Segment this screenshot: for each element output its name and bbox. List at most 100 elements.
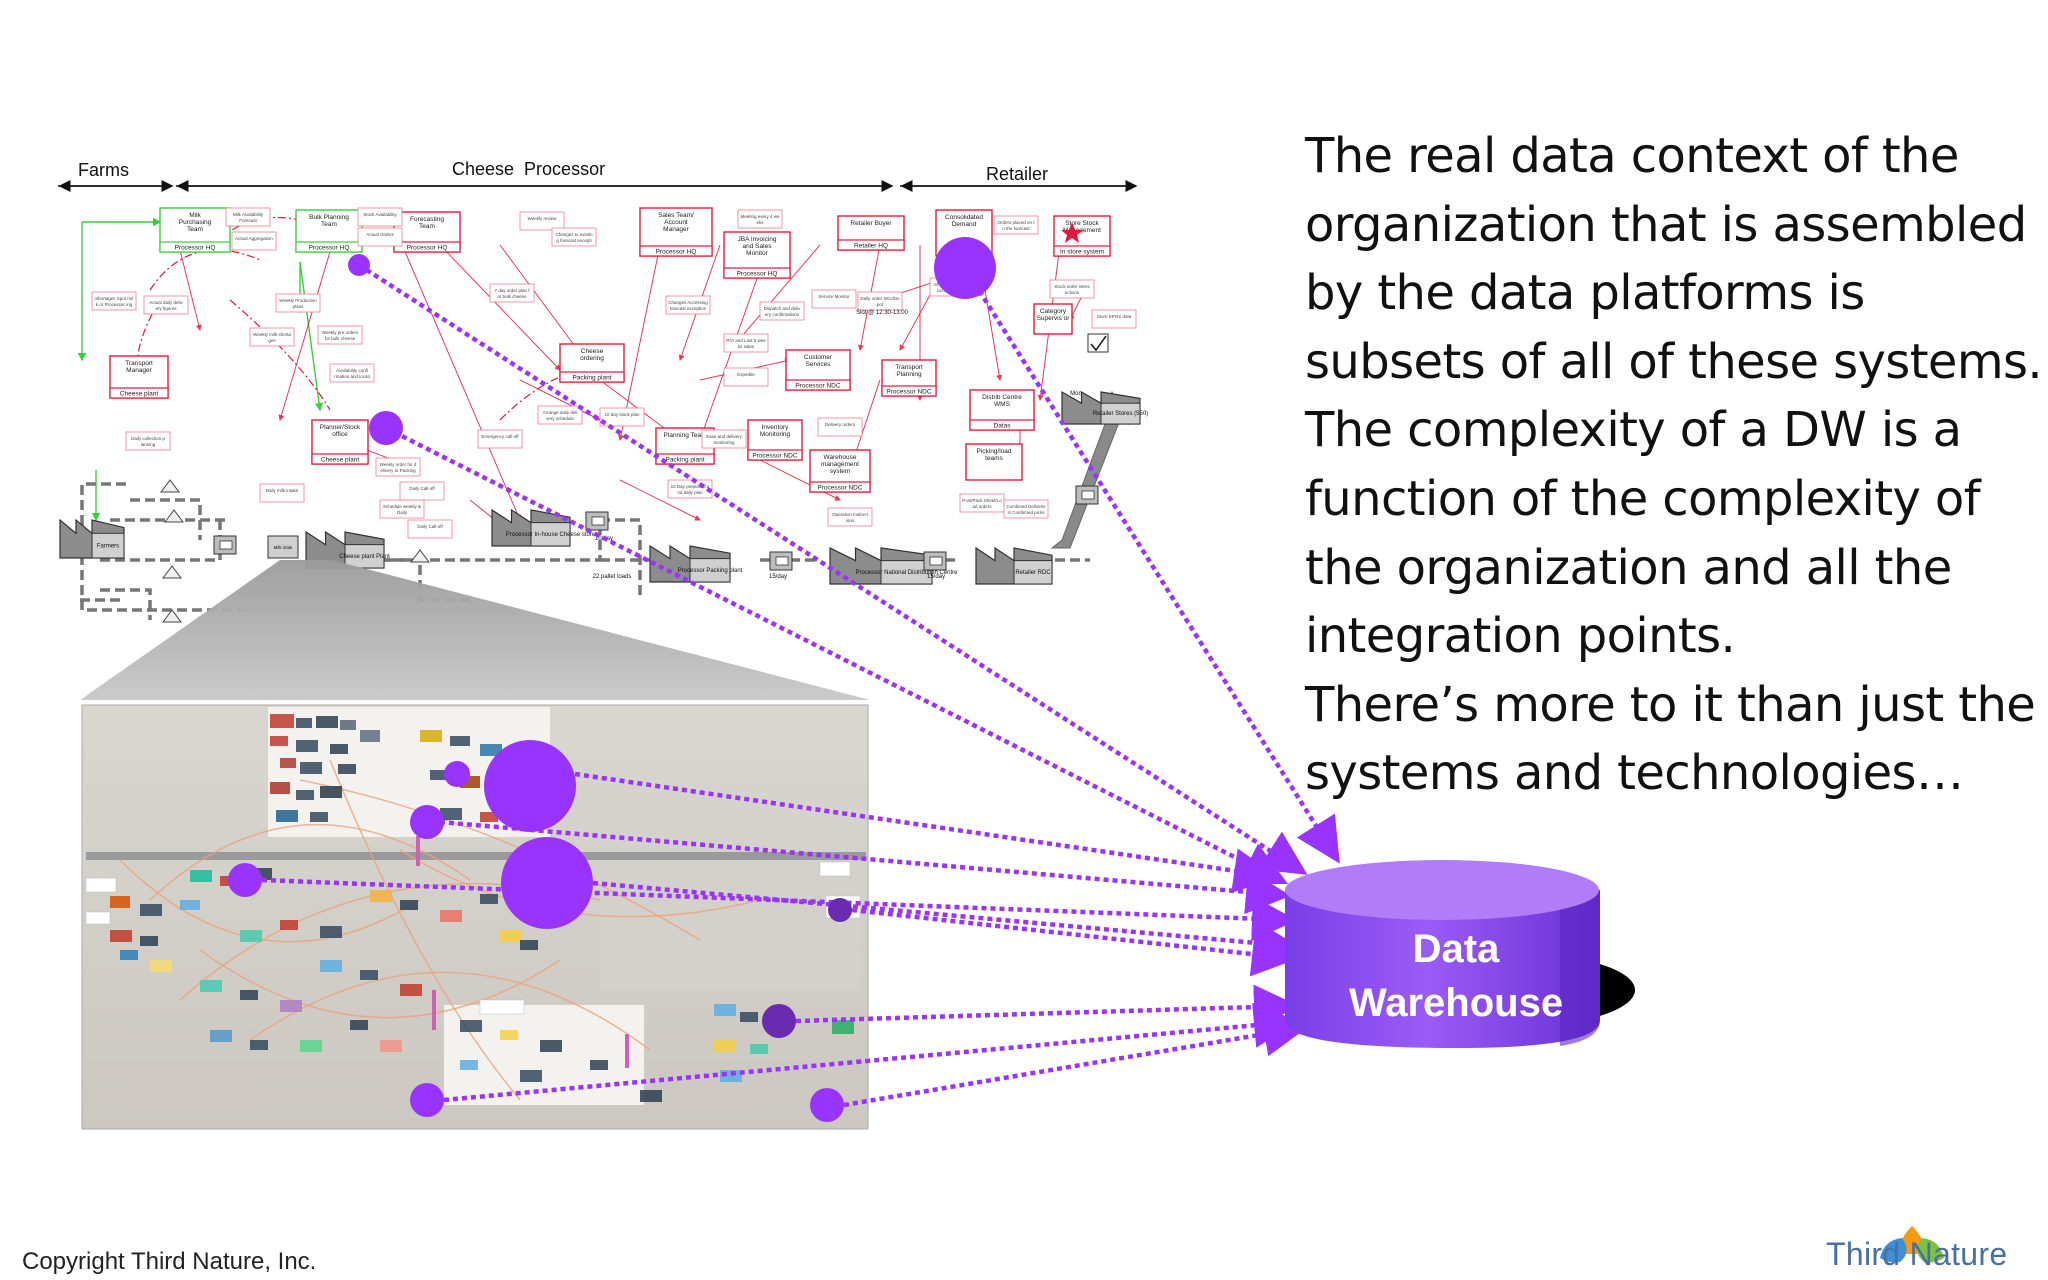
- factory-front: [344, 544, 385, 569]
- map-box-footer: [655, 453, 715, 465]
- cheese-plant-factory-icon: Cheese plant Plant: [305, 530, 390, 569]
- map-box-footer: [969, 419, 1035, 431]
- panel-divider: [86, 852, 866, 860]
- map-note-text: Weekly order for d: [380, 462, 417, 467]
- red-flow-line: [698, 269, 761, 441]
- map-note-text: Operation Instruct: [832, 512, 869, 517]
- map-box-footer-text: Datas: [994, 423, 1012, 430]
- map-note-text: Changes Accessing: [668, 300, 708, 305]
- integration-dot: [410, 805, 444, 839]
- map-box-title: Milk: [189, 212, 201, 219]
- panel-system-tile: [320, 786, 342, 798]
- map-note-text: ections: [1065, 290, 1080, 295]
- panel-system-tile: [120, 950, 138, 960]
- map-note: [379, 499, 425, 519]
- panel-system-tile: [590, 1060, 608, 1070]
- body-line: integration points.: [1305, 608, 1736, 665]
- third-nature-logo-text: Third Nature: [1826, 1236, 2008, 1272]
- panel-system-tile: [280, 920, 298, 930]
- panel-system-tile: [440, 910, 462, 922]
- map-box-title: ordering: [580, 355, 604, 362]
- map-note-text: ad orders: [972, 504, 992, 509]
- physical-flow-line: [100, 588, 152, 620]
- panel-system-tile: [640, 1090, 662, 1102]
- packing-plant-factory-icon: Processor Packing plant: [649, 544, 743, 583]
- panel-system-tile: [340, 720, 356, 730]
- panel-system-tile: [320, 926, 342, 938]
- map-box-footer-text: Processor NDC: [817, 485, 862, 492]
- map-note: [667, 479, 713, 499]
- red-flow-line: [399, 239, 521, 521]
- panel-system-tile: [500, 1030, 518, 1040]
- map-note-text: Stock Availability: [363, 212, 397, 217]
- map-box-title: Purchasing: [179, 219, 212, 226]
- map-note-text: ery figures: [155, 306, 177, 311]
- map-note-text: Weekly Production: [279, 298, 317, 303]
- map-note-text: very schedule: [546, 416, 574, 421]
- panel-system-tile: [832, 1020, 854, 1034]
- map-note-text: or bulk cheese: [497, 294, 527, 299]
- panel-system-tile: [450, 736, 470, 746]
- map-box-footer-text: Processor NDC: [886, 389, 931, 396]
- map-box-footer: [295, 241, 363, 253]
- map-box-footer-text: Processor HQ: [407, 245, 448, 252]
- panel-system-tile: [360, 730, 380, 742]
- processor-label: Cheese Processor: [452, 159, 605, 179]
- map-box-title: Distrib Centre: [982, 394, 1022, 401]
- warning-triangle-icon: [160, 479, 180, 493]
- data-warehouse-icon[interactable]: Data Warehouse: [1285, 860, 1635, 1048]
- dash-dot-line: [219, 217, 301, 241]
- panel-system-tile: [150, 960, 172, 972]
- panel-system-tile: [430, 770, 448, 780]
- map-note: [759, 301, 805, 321]
- map-box-title: Forecasting: [410, 216, 444, 223]
- map-note-text: eks: [756, 220, 764, 225]
- map-note-text: Availability confi: [336, 368, 368, 373]
- copyright-text: Copyright Third Nature, Inc.: [22, 1248, 317, 1275]
- integration-dotted-line: [843, 1011, 1309, 1108]
- map-box-footer-text: In store system: [1060, 249, 1104, 256]
- panel-system-tile: [310, 812, 328, 822]
- map-note-text: Actual daily deliv: [149, 300, 183, 305]
- map-box-title: Warehouse: [824, 454, 857, 461]
- panel-connection-curve: [329, 759, 521, 1101]
- panel-connection-curve: [199, 949, 561, 1019]
- panel-label-box: [819, 861, 851, 877]
- factory-label: Farmers: [97, 543, 119, 549]
- map-note: [827, 507, 873, 527]
- panel-bar: [625, 1034, 629, 1068]
- panel-bar: [416, 836, 420, 866]
- map-box-footer-text: Processor HQ: [737, 271, 778, 278]
- map-box-footer-text: Cheese plant: [120, 391, 158, 398]
- map-small-label: 15/day: [927, 574, 945, 580]
- warehouse-body: [1285, 890, 1600, 1048]
- panel-connection-curve: [299, 779, 701, 941]
- map-box-title: office: [332, 431, 348, 438]
- physical-flow-line: [100, 520, 222, 562]
- factory-front: [91, 532, 125, 559]
- map-box-title: Team: [419, 223, 435, 230]
- factory-front: [689, 558, 731, 583]
- panel-system-tile: [480, 894, 498, 904]
- map-note: [857, 291, 903, 311]
- warehouse-label-line2: Warehouse: [1349, 981, 1563, 1025]
- integration-dot: [501, 837, 593, 929]
- map-note-text: ges: [268, 338, 276, 343]
- warehouse-label-line1: Data: [1413, 927, 1500, 971]
- map-note: [723, 367, 769, 387]
- map-note-text: Daily Call-off: [417, 524, 443, 529]
- systems-detail-panel: [81, 704, 869, 1130]
- map-box-title: Cheese: [581, 348, 604, 355]
- physical-flow-line: [130, 498, 202, 540]
- physical-flow-line: [600, 518, 642, 600]
- integration-dot: [762, 1004, 796, 1038]
- panel-connection-curve: [249, 971, 651, 1051]
- map-note-text: Weekly review: [528, 216, 558, 221]
- map-small-label: 15/day: [769, 574, 787, 580]
- milk-intake-box: [267, 535, 299, 559]
- factory-label: Cheese plant Plant: [339, 554, 390, 560]
- map-box-title: and Sales: [743, 243, 773, 250]
- integration-dot: [444, 761, 470, 787]
- map-box-title: Manager: [663, 226, 689, 233]
- panel-system-tile: [280, 1000, 302, 1012]
